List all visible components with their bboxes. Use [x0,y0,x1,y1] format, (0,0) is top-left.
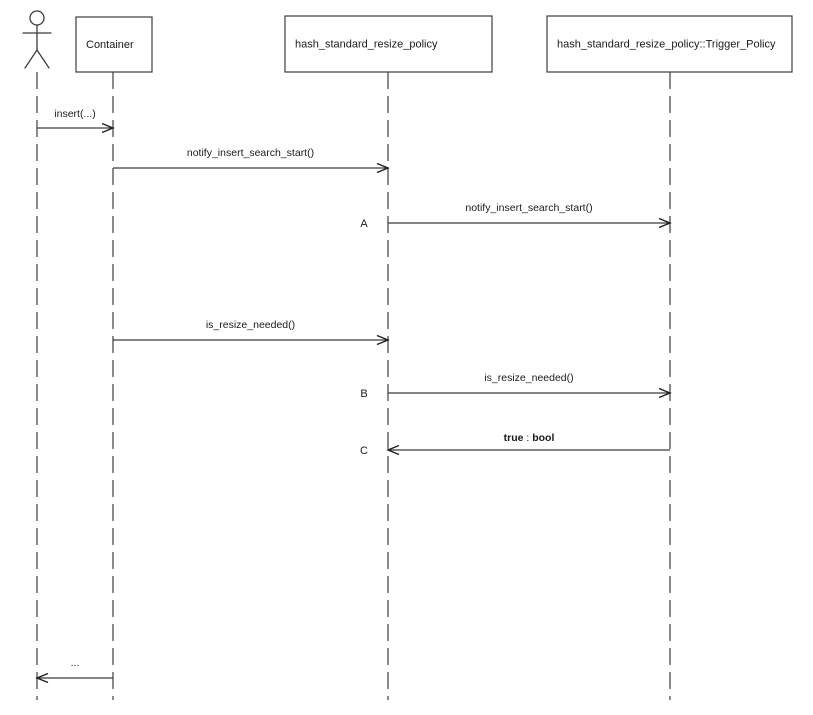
message-arrowhead-icon [386,444,400,456]
message-label-part: : [523,432,532,444]
message-label: is_resize_needed() [484,372,573,384]
message-m2[interactable]: notify_insert_search_start() [113,147,390,174]
participant-label-policy: hash_standard_resize_policy [295,38,438,50]
participant-trigger[interactable]: hash_standard_resize_policy::Trigger_Pol… [546,15,793,73]
message-m3[interactable]: notify_insert_search_start() A [360,202,672,230]
message-step-label-b: B [360,388,367,400]
participant-label-trigger: hash_standard_resize_policy::Trigger_Pol… [557,38,776,50]
participant-box-policy[interactable] [284,15,493,73]
participant-box-container[interactable] [75,16,153,73]
participant-policy[interactable]: hash_standard_resize_policy [284,15,493,73]
message-label-part: true [504,432,524,444]
message-m5[interactable]: is_resize_needed() B [360,372,672,400]
message-arrowhead-icon [658,217,672,229]
message-m1[interactable]: insert(...) [37,108,115,134]
message-label: ... [71,657,80,669]
message-m7[interactable]: ... [35,657,113,684]
message-label: is_resize_needed() [206,319,295,331]
message-step-label-c: C [360,445,368,457]
actor-leg-left-icon [24,49,38,69]
message-arrowhead-icon [658,387,672,399]
message-label: insert(...) [54,108,95,120]
message-label-part: bool [532,432,554,444]
message-arrowhead-icon [35,672,49,684]
message-label: notify_insert_search_start() [187,147,314,159]
participant-actor[interactable] [22,10,52,69]
message-label: true : bool [504,432,555,444]
message-step-label-a: A [360,218,368,230]
message-arrowhead-icon [376,162,390,174]
message-label: notify_insert_search_start() [465,202,592,214]
lifelines-layer [36,72,671,700]
message-arrowhead-icon [101,122,115,134]
messages-layer: insert(...)notify_insert_search_start()n… [35,108,672,684]
actor-head-icon [29,10,45,26]
message-arrowhead-icon [376,334,390,346]
participant-container[interactable]: Container [75,16,153,73]
message-m4[interactable]: is_resize_needed() [113,319,390,346]
participant-box-trigger[interactable] [546,15,793,73]
participants-layer: Container hash_standard_resize_policy hash… [22,10,793,73]
actor-leg-right-icon [36,49,50,69]
participant-label-container: Container [86,39,134,51]
